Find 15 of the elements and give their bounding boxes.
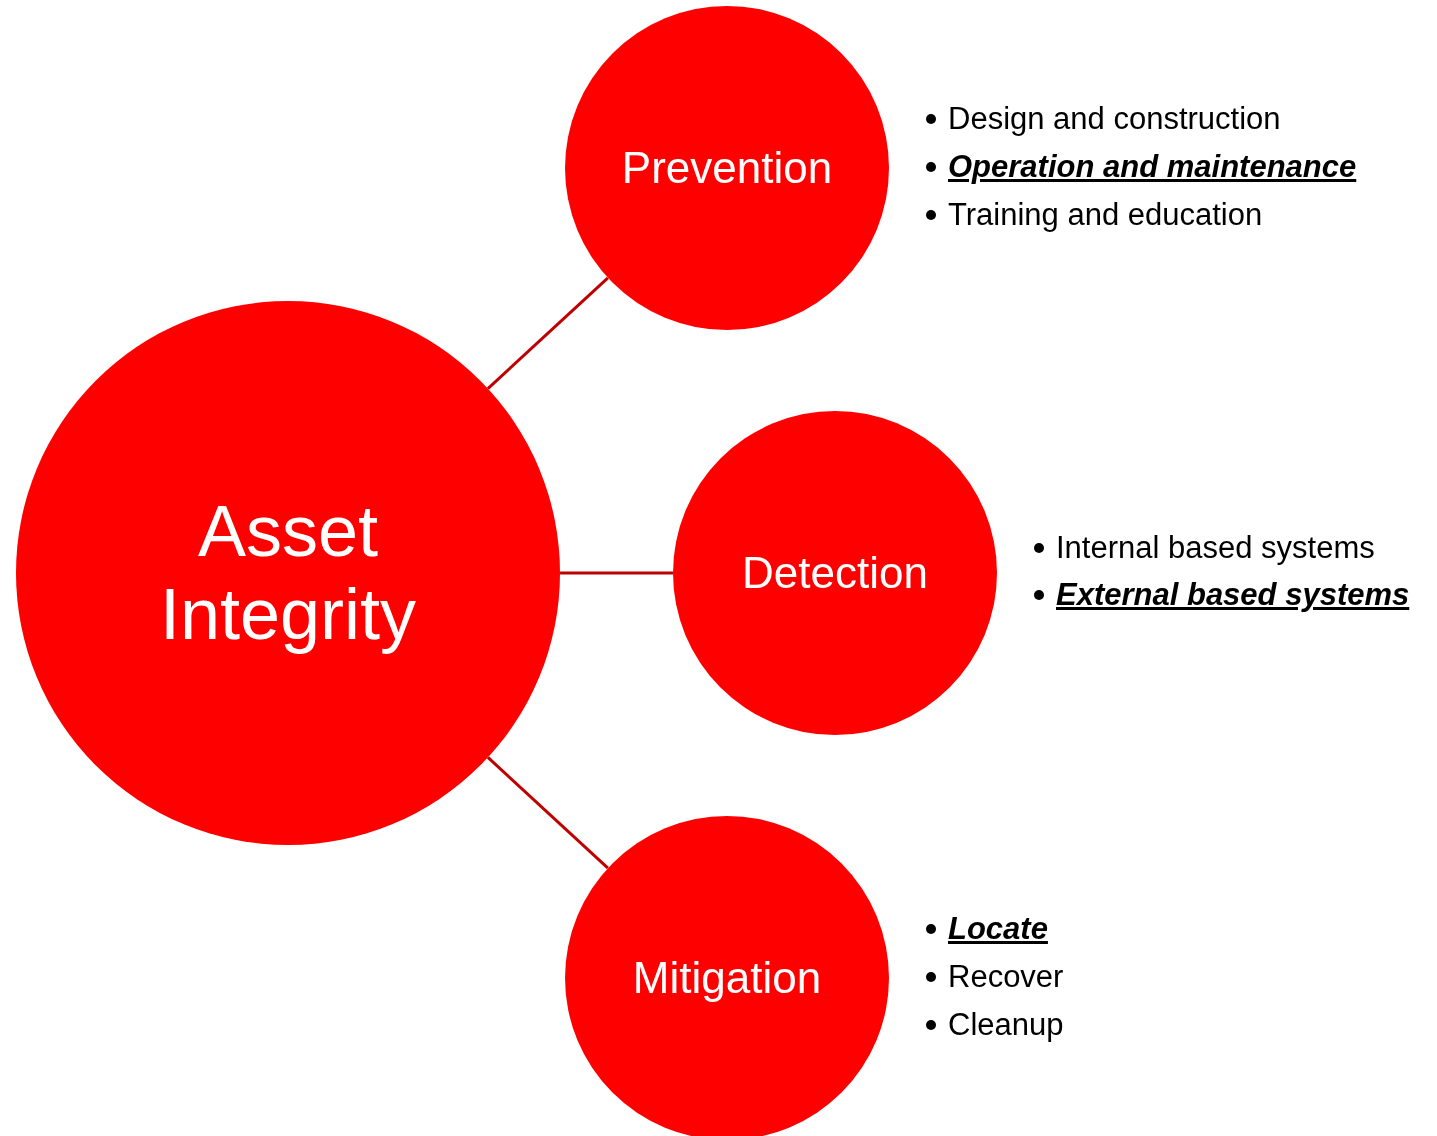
bullet-item: Cleanup bbox=[948, 1009, 1064, 1040]
bullet-item: External based systems bbox=[1056, 579, 1410, 610]
bullet-item: Internal based systems bbox=[1056, 532, 1375, 563]
connector-line bbox=[486, 756, 609, 870]
bullet-item: Recover bbox=[948, 961, 1064, 992]
bullet-item: Operation and maintenance bbox=[948, 151, 1357, 182]
bullet-item: Locate bbox=[948, 913, 1048, 944]
connector-line bbox=[560, 571, 673, 575]
node-label: Mitigation bbox=[632, 952, 822, 1004]
connector-line bbox=[486, 276, 609, 390]
node-label: Prevention bbox=[621, 142, 833, 194]
bullet-item: Training and education bbox=[948, 199, 1263, 230]
node-label: Detection bbox=[742, 547, 928, 599]
node-label: Asset Integrity bbox=[158, 490, 418, 656]
bullet-item: Design and construction bbox=[948, 103, 1281, 134]
